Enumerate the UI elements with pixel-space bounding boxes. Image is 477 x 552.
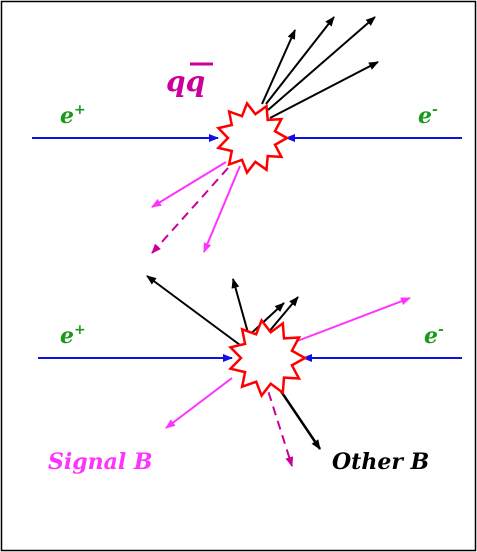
bottom-signal-track-1 — [292, 298, 410, 343]
bottom-signal-track-2 — [166, 378, 232, 428]
top-jet-track-4 — [262, 30, 295, 104]
bottom-electron-label: e- — [424, 322, 444, 349]
other-b-label: Other B — [332, 449, 429, 475]
bottom-event: e+ e- Signal B Other B — [38, 276, 462, 475]
top-jet-track-3 — [270, 62, 378, 118]
qq-label: qq — [166, 65, 205, 98]
bottom-collision-burst — [231, 320, 306, 395]
top-electron-label: e- — [418, 102, 438, 129]
top-positron-label: e+ — [60, 102, 86, 129]
bottom-dashed-track — [264, 378, 292, 466]
top-signal-track-1 — [152, 162, 226, 207]
top-jet-track-2 — [268, 17, 375, 110]
top-signal-track-2 — [204, 166, 240, 252]
bottom-other-track-1 — [147, 276, 240, 345]
top-event: e+ e- qq — [32, 17, 462, 253]
bottom-positron-label: e+ — [60, 322, 86, 349]
signal-b-label: Signal B — [48, 449, 153, 475]
top-dashed-track — [152, 168, 228, 253]
